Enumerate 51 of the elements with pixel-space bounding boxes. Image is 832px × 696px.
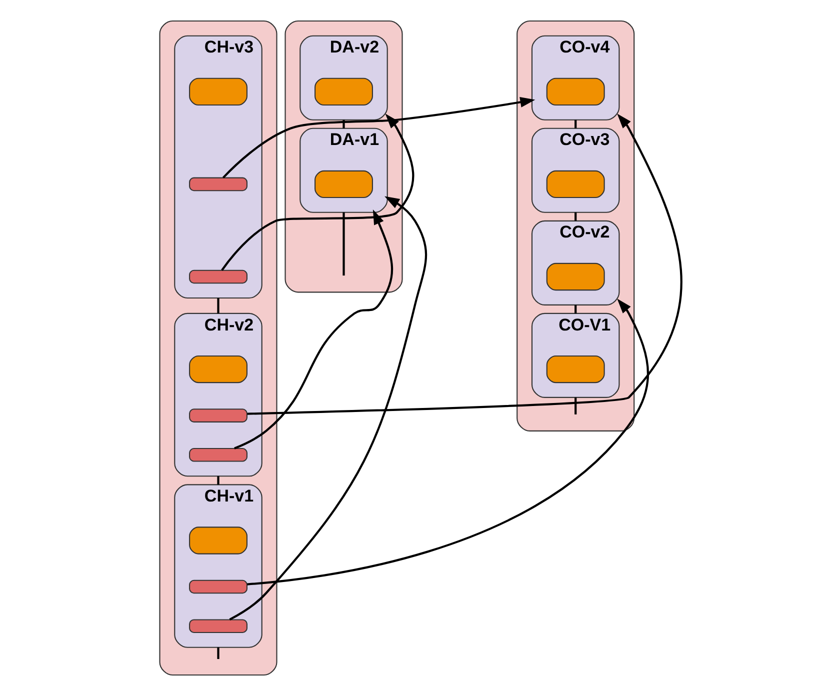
node-label: DA-v1 bbox=[329, 130, 379, 150]
cluster bbox=[530, 35, 620, 120]
arrow bbox=[246, 298, 649, 586]
node-box bbox=[188, 580, 247, 594]
node-label: CO-v4 bbox=[559, 38, 610, 57]
cluster bbox=[158, 20, 277, 676]
node-label: CH-v3 bbox=[204, 38, 254, 57]
node-label: DA-v2 bbox=[329, 38, 379, 57]
connector bbox=[574, 304, 576, 314]
connector bbox=[574, 397, 576, 414]
connector bbox=[216, 476, 219, 485]
cluster bbox=[530, 220, 620, 306]
node-label: CO-v3 bbox=[559, 130, 610, 150]
node-box bbox=[546, 170, 604, 198]
cluster bbox=[174, 312, 262, 477]
cluster bbox=[516, 20, 634, 432]
cluster bbox=[530, 312, 620, 398]
cluster bbox=[284, 20, 402, 293]
cluster bbox=[174, 35, 262, 299]
node-box bbox=[546, 355, 604, 384]
node-box bbox=[188, 78, 247, 106]
arrow bbox=[220, 114, 414, 271]
connector bbox=[342, 212, 344, 276]
node-box bbox=[188, 526, 247, 554]
connector bbox=[216, 298, 219, 314]
arrow bbox=[228, 196, 427, 620]
node-box bbox=[314, 170, 372, 198]
node-label: CO-v2 bbox=[559, 222, 610, 242]
arrow bbox=[246, 114, 682, 415]
node-label: CH-v1 bbox=[204, 486, 254, 506]
cluster bbox=[299, 35, 388, 120]
connector bbox=[342, 120, 344, 128]
connector bbox=[574, 120, 576, 128]
cluster bbox=[174, 484, 262, 648]
node-box bbox=[188, 448, 247, 462]
node-box bbox=[188, 408, 247, 422]
cluster bbox=[530, 128, 620, 213]
cluster bbox=[299, 128, 388, 213]
node-label: CH-v2 bbox=[204, 315, 254, 334]
node-box bbox=[188, 177, 247, 192]
node-label: CO-V1 bbox=[558, 315, 610, 334]
node-box bbox=[546, 262, 604, 291]
arrow bbox=[222, 97, 535, 178]
node-box bbox=[188, 355, 247, 384]
connector bbox=[216, 647, 219, 660]
arrow bbox=[234, 209, 392, 450]
node-box bbox=[546, 78, 604, 106]
node-box bbox=[314, 78, 372, 106]
node-box bbox=[188, 619, 247, 634]
node-box bbox=[188, 270, 247, 284]
connector bbox=[574, 212, 576, 221]
